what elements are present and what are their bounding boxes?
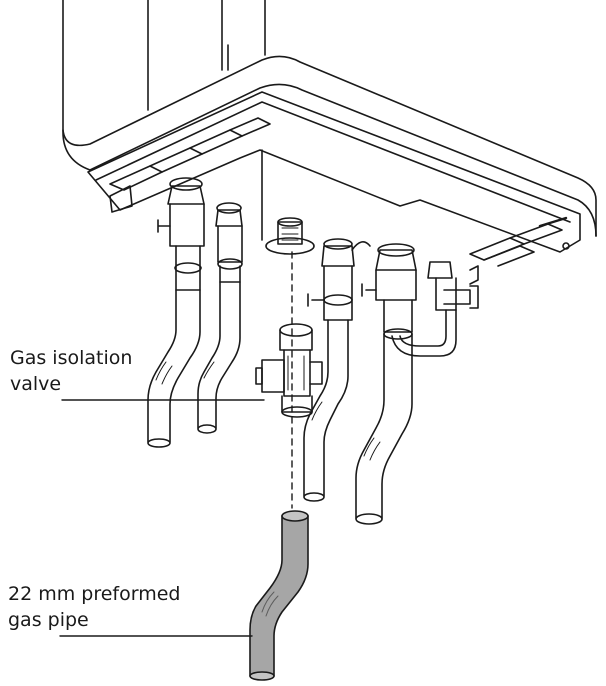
gas-pipe-label-line-1: 22 mm preformed	[8, 583, 181, 605]
boiler-underside	[87, 91, 581, 267]
preformed-gas-pipe	[249, 510, 309, 681]
gas-inlet	[265, 217, 315, 255]
gas-pipe-label-line-2: gas pipe	[8, 609, 89, 631]
gas-valve-label-line-2: valve	[10, 373, 62, 395]
right-fittings	[307, 238, 479, 357]
gas-isolation-valve	[255, 323, 323, 418]
right-pipes	[303, 319, 413, 525]
left-fittings	[157, 177, 243, 291]
left-pipes	[147, 281, 241, 448]
boiler-casing	[62, 0, 597, 237]
leader-lines	[59, 399, 265, 637]
gas-valve-label-line-1: Gas isolation	[10, 347, 133, 369]
